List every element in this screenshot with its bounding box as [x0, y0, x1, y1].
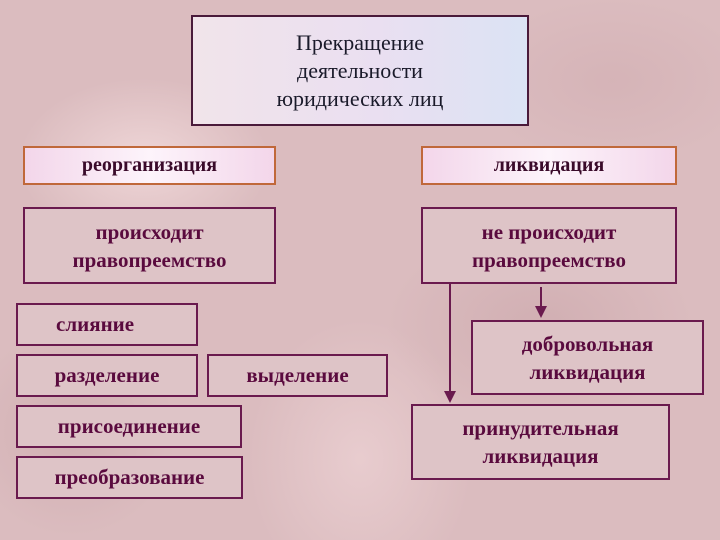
arrow-head-voluntary: [535, 306, 547, 318]
form-transformation-box: преобразование: [16, 456, 243, 499]
reorganization-succession-text: происходит правопреемство: [72, 219, 227, 272]
reorganization-label: реорганизация: [81, 154, 218, 176]
forced-liquidation-box: принудительная ликвидация: [411, 404, 670, 480]
reorganization-header: реорганизация: [23, 146, 276, 185]
voluntary-liquidation-text: добровольная ликвидация: [521, 331, 654, 384]
form-accession-box: присоединение: [16, 405, 242, 448]
form-merger-text: слияние: [56, 312, 135, 336]
forced-liquidation-text: принудительная ликвидация: [462, 416, 619, 468]
form-separation-text: выделение: [246, 363, 349, 387]
voluntary-liquidation-box: добровольная ликвидация: [471, 320, 704, 395]
form-division-text: разделение: [54, 363, 160, 387]
form-separation-box: выделение: [207, 354, 388, 397]
form-merger-box: слияние: [16, 303, 198, 346]
form-transformation-text: преобразование: [54, 465, 205, 489]
title-text: Прекращение деятельности юридических лиц: [276, 29, 444, 111]
liquidation-no-succession-box: не происходит правопреемство: [421, 207, 677, 284]
liquidation-header: ликвидация: [421, 146, 677, 185]
diagram-title: Прекращение деятельности юридических лиц: [191, 15, 529, 126]
form-division-box: разделение: [16, 354, 198, 397]
arrow-head-forced: [444, 391, 456, 403]
form-accession-text: присоединение: [57, 414, 201, 438]
liquidation-no-succession-text: не происходит правопреемство: [471, 219, 627, 272]
liquidation-label: ликвидация: [493, 154, 605, 176]
reorganization-succession-box: происходит правопреемство: [23, 207, 276, 284]
